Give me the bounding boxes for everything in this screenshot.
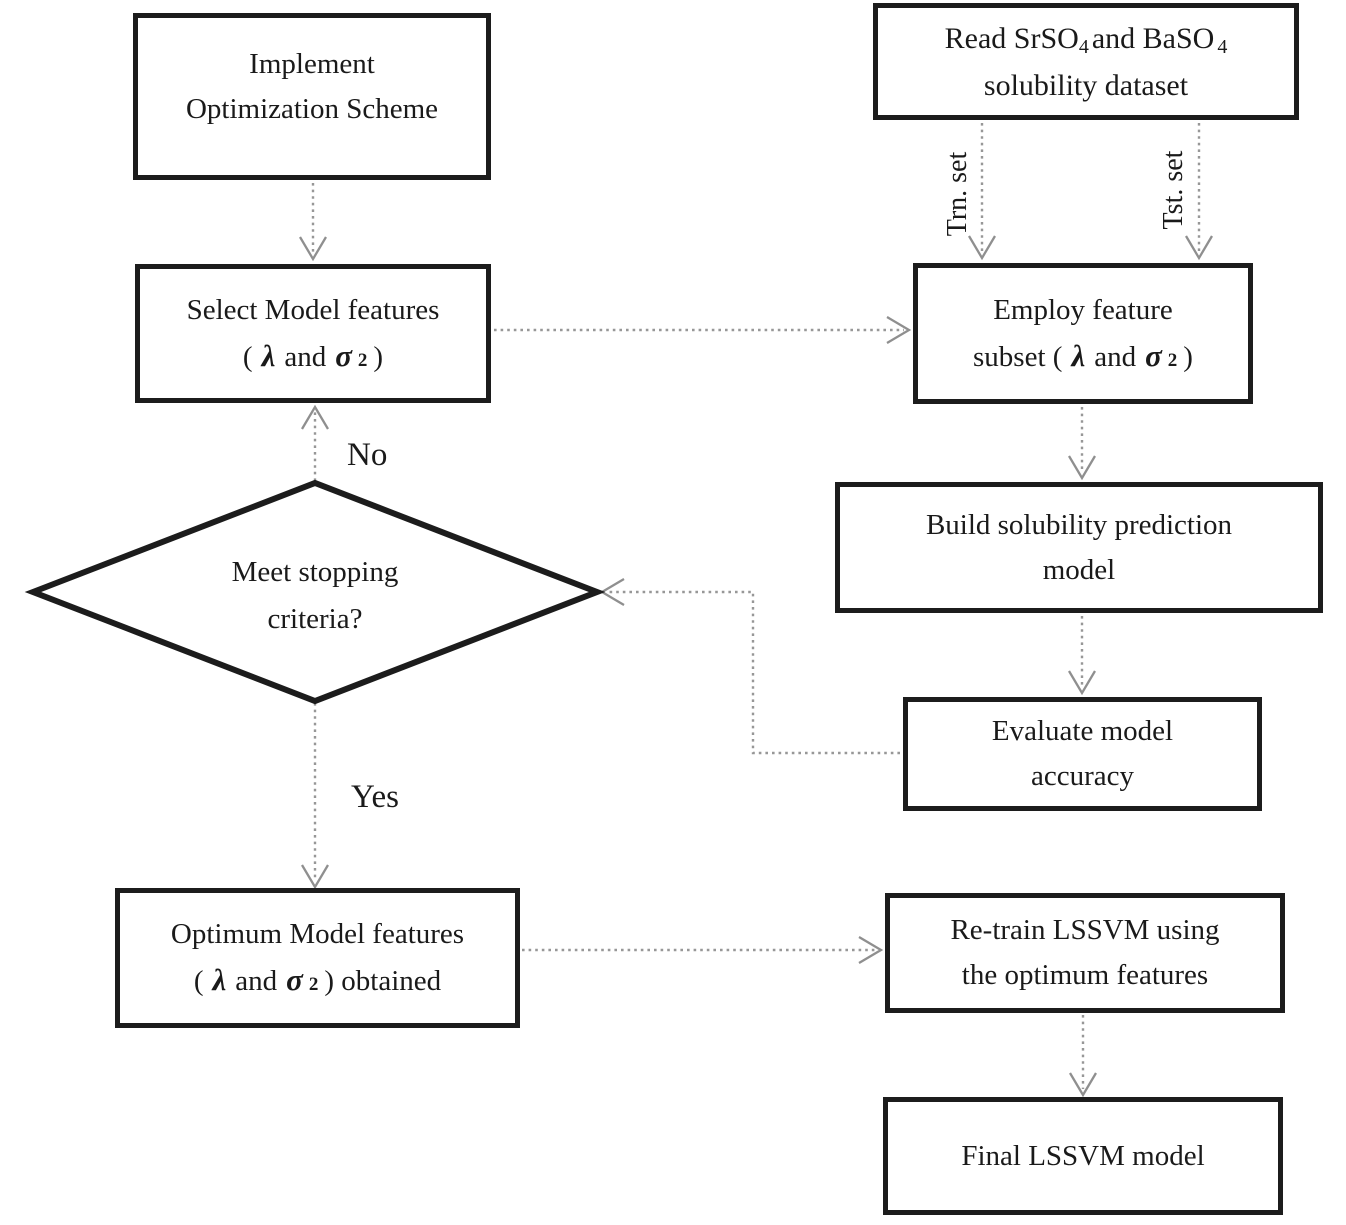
node-line: Final LSSVM model: [961, 1139, 1205, 1172]
arrow-optimum-to-retrain: [522, 936, 884, 964]
decision-diamond: [24, 479, 606, 705]
node-line: solubility dataset: [983, 68, 1189, 102]
node-implement-optimization: Implement Optimization Scheme: [133, 13, 491, 180]
sigma-symbol: σ: [286, 962, 303, 997]
arrow-employ-to-build: [1068, 407, 1096, 481]
lambda-symbol: λ: [1071, 337, 1086, 373]
node-line: criteria?: [267, 603, 363, 635]
node-evaluate-accuracy: Evaluate model accuracy: [903, 697, 1262, 811]
node-line: Optimization Scheme: [185, 93, 439, 125]
node-line: Build solubility prediction: [925, 508, 1233, 541]
node-decision-stopping-criteria: Meet stopping criteria?: [165, 548, 465, 644]
node-line: Meet stopping: [231, 556, 399, 588]
arrow-retrain-to-final: [1069, 1015, 1097, 1098]
sigma-symbol: σ: [335, 337, 352, 373]
sigma-symbol: σ: [1145, 337, 1162, 373]
arrow-build-to-evaluate: [1068, 616, 1096, 696]
lambda-symbol: λ: [212, 962, 227, 997]
arrow-decision-yes-to-optimum: [301, 703, 329, 890]
node-build-prediction-model: Build solubility prediction model: [835, 482, 1323, 613]
node-line: Optimum Model features: [170, 918, 465, 950]
edge-label-test-set: Tst. set: [1158, 150, 1189, 230]
arrow-decision-no-to-select: [301, 404, 329, 481]
node-line: the optimum features: [961, 959, 1209, 991]
node-line: Select Model features: [186, 293, 440, 326]
node-line: Employ feature: [993, 293, 1173, 326]
edge-label-no: No: [347, 437, 388, 473]
edge-label-yes: Yes: [351, 779, 400, 815]
edge-label-training-set: Trn. set: [942, 151, 973, 237]
arrow-read-to-employ-test: [1185, 123, 1213, 261]
node-line: model: [1042, 553, 1116, 586]
node-line: Evaluate model: [991, 715, 1174, 747]
arrow-read-to-employ-train: [968, 123, 996, 261]
node-retrain-lssvm: Re-train LSSVM using the optimum feature…: [885, 893, 1285, 1013]
arrow-implement-to-select: [299, 183, 327, 262]
node-final-lssvm-model: Final LSSVM model: [883, 1097, 1283, 1215]
node-line: Implement: [249, 48, 375, 80]
lambda-symbol: λ: [261, 337, 276, 373]
node-line: Re-train LSSVM using: [950, 914, 1220, 946]
arrow-select-to-employ: [494, 316, 912, 344]
node-line: accuracy: [1030, 760, 1134, 792]
